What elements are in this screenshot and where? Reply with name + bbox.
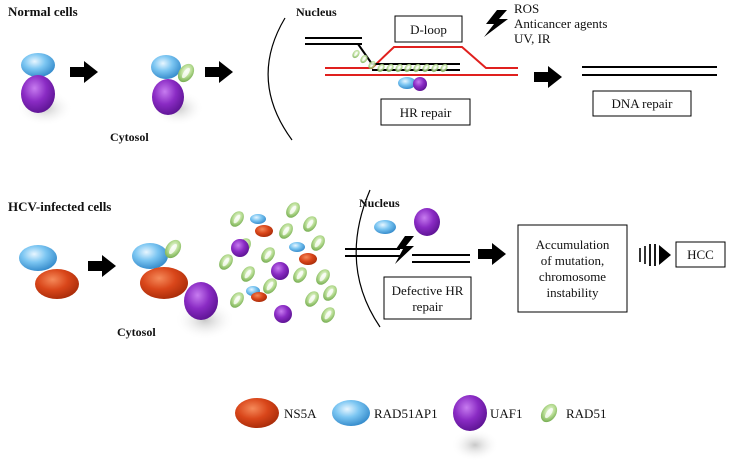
lightning-icon bbox=[484, 10, 508, 37]
legend-ns5a-label: NS5A bbox=[284, 406, 317, 421]
hcc-box bbox=[675, 241, 726, 268]
arrow-icon bbox=[205, 61, 233, 83]
normal-cells-title: Normal cells bbox=[8, 4, 78, 19]
rad51ap1-icon bbox=[151, 55, 181, 79]
hcv-cells-title: HCV-infected cells bbox=[8, 199, 111, 214]
broken-dna-strand bbox=[345, 236, 470, 264]
damage-source-ros: ROS bbox=[514, 1, 539, 16]
uaf1-icon bbox=[21, 75, 55, 113]
accumulation-line-1: Accumulation bbox=[536, 237, 610, 252]
rad51ap1-icon bbox=[398, 77, 416, 89]
rad51-legend-icon bbox=[537, 400, 561, 426]
accumulation-line-2: of mutation, bbox=[541, 253, 605, 268]
ns5a-legend-icon bbox=[235, 398, 279, 428]
legend-rad51-label: RAD51 bbox=[566, 406, 606, 421]
uaf1-icon bbox=[152, 79, 184, 115]
hcc-label: HCC bbox=[687, 247, 714, 262]
hcv-rad51-bound-complex bbox=[132, 236, 235, 340]
hcv-nucleus-label: Nucleus bbox=[359, 196, 400, 210]
legend-uaf1-label: UAF1 bbox=[490, 406, 523, 421]
rad51ap1-legend-icon bbox=[332, 400, 370, 426]
dloop-structure bbox=[305, 37, 518, 91]
uaf1-icon bbox=[414, 208, 440, 236]
legend: NS5A RAD51AP1 UAF1 RAD51 bbox=[235, 395, 606, 461]
ns5a-icon bbox=[140, 267, 188, 299]
nucleus-membrane bbox=[267, 17, 293, 141]
rad51ap1-icon bbox=[374, 220, 396, 234]
defective-hr-line-2: repair bbox=[412, 299, 443, 314]
rad51ap1-icon bbox=[132, 243, 168, 269]
rad51ap1-icon bbox=[19, 245, 57, 271]
normal-rad51-bound-complex bbox=[151, 55, 204, 126]
hr-repair-box bbox=[380, 98, 471, 126]
normal-cytosol-label: Cytosol bbox=[110, 130, 149, 144]
arrow-icon bbox=[70, 61, 98, 83]
dloop-box bbox=[394, 15, 463, 43]
accumulation-line-3: chromosome bbox=[539, 269, 606, 284]
dloop-label: D-loop bbox=[410, 22, 447, 37]
rad51ap1-icon bbox=[21, 53, 55, 77]
damage-source-uv-ir: UV, IR bbox=[514, 31, 551, 46]
defective-hr-line-1: Defective HR bbox=[392, 283, 464, 298]
arrow-icon bbox=[534, 66, 562, 88]
damage-source-anticancer: Anticancer agents bbox=[514, 16, 607, 31]
lightning-icon bbox=[395, 236, 414, 264]
progression-arrow-icon bbox=[639, 244, 671, 266]
arrow-icon bbox=[478, 243, 506, 265]
legend-rad51ap1-label: RAD51AP1 bbox=[374, 406, 438, 421]
accumulation-box bbox=[517, 224, 628, 313]
hr-repair-label: HR repair bbox=[400, 105, 452, 120]
nucleus-membrane bbox=[355, 189, 381, 328]
scattered-ns5a-rad51ap1-pairs bbox=[246, 214, 317, 302]
uaf1-legend-icon bbox=[453, 395, 487, 431]
uaf1-icon bbox=[184, 282, 218, 320]
accumulation-line-4: instability bbox=[547, 285, 600, 300]
dna-repair-label: DNA repair bbox=[611, 96, 673, 111]
ns5a-icon bbox=[35, 269, 79, 299]
uaf1-icon bbox=[413, 77, 427, 91]
normal-rad51ap1-uaf1-complex bbox=[17, 53, 73, 126]
normal-nucleus-label: Nucleus bbox=[296, 5, 337, 19]
scattered-uaf1-pool bbox=[231, 239, 292, 323]
hcv-ns5a-rad51ap1-complex bbox=[19, 245, 79, 299]
dna-repair-box bbox=[592, 90, 692, 117]
defective-hr-repair-box bbox=[383, 276, 472, 320]
hcv-cytosol-label: Cytosol bbox=[117, 325, 156, 339]
arrow-icon bbox=[88, 255, 116, 277]
